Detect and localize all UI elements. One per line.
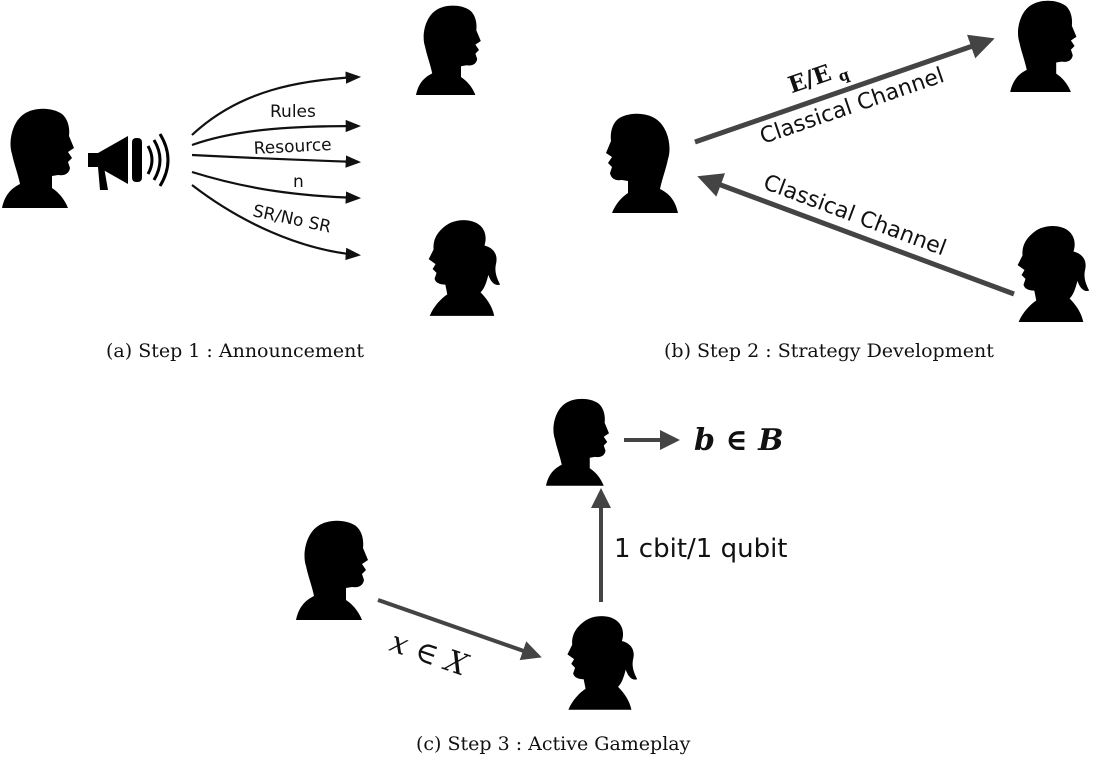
message-rules: Rules xyxy=(270,102,316,122)
arrow-rules xyxy=(191,119,362,147)
alice-male-silhouette-icon xyxy=(1010,0,1077,92)
input-label: x ∈ X xyxy=(385,624,473,684)
channel-label-bottom: Classical Channel xyxy=(760,170,950,261)
arrow-to-top xyxy=(191,71,362,136)
math-label-main: E/E xyxy=(785,59,835,99)
caption-a: (a) Step 1 : Announcement xyxy=(106,340,364,362)
math-label-sub: q xyxy=(836,65,852,86)
arrow-resource xyxy=(191,153,362,168)
referee-silhouette-icon-c xyxy=(296,520,368,620)
panel-b: E/E q Classical Channel Classical Channe… xyxy=(606,0,1090,362)
caption-c: (c) Step 3 : Active Gameplay xyxy=(416,733,691,755)
message-sr: SR/No SR xyxy=(251,201,333,237)
input-arrow xyxy=(377,598,542,661)
output-label: b ∈ B xyxy=(694,423,783,458)
receiver-female-silhouette-icon xyxy=(428,220,501,316)
bob-silhouette-icon xyxy=(567,616,638,710)
arrow-n xyxy=(191,170,362,204)
referee-silhouette-icon xyxy=(606,113,678,213)
panel-c: b ∈ B x ∈ X 1 cbit/1 qubit (c) Step 3 : … xyxy=(296,398,788,755)
math-label-group: E/E q xyxy=(785,59,852,99)
panel-a: Rules Resource n SR/No SR (a) Step 1 : A… xyxy=(2,5,501,362)
alice-silhouette-icon xyxy=(546,398,609,486)
broadcast-arrows xyxy=(191,71,362,261)
transmission-label: 1 cbit/1 qubit xyxy=(614,534,788,564)
caption-b: (b) Step 2 : Strategy Development xyxy=(664,340,994,362)
arrow-sr xyxy=(191,184,362,261)
channel-arrow-down xyxy=(697,173,1015,297)
announcer-silhouette-icon xyxy=(2,108,74,208)
bob-female-silhouette-icon xyxy=(1017,225,1090,322)
message-n: n xyxy=(293,172,304,192)
receiver-male-silhouette-icon xyxy=(416,5,481,95)
message-resource: Resource xyxy=(253,135,332,159)
megaphone-icon xyxy=(88,133,170,190)
channel-arrow-up xyxy=(694,34,995,145)
